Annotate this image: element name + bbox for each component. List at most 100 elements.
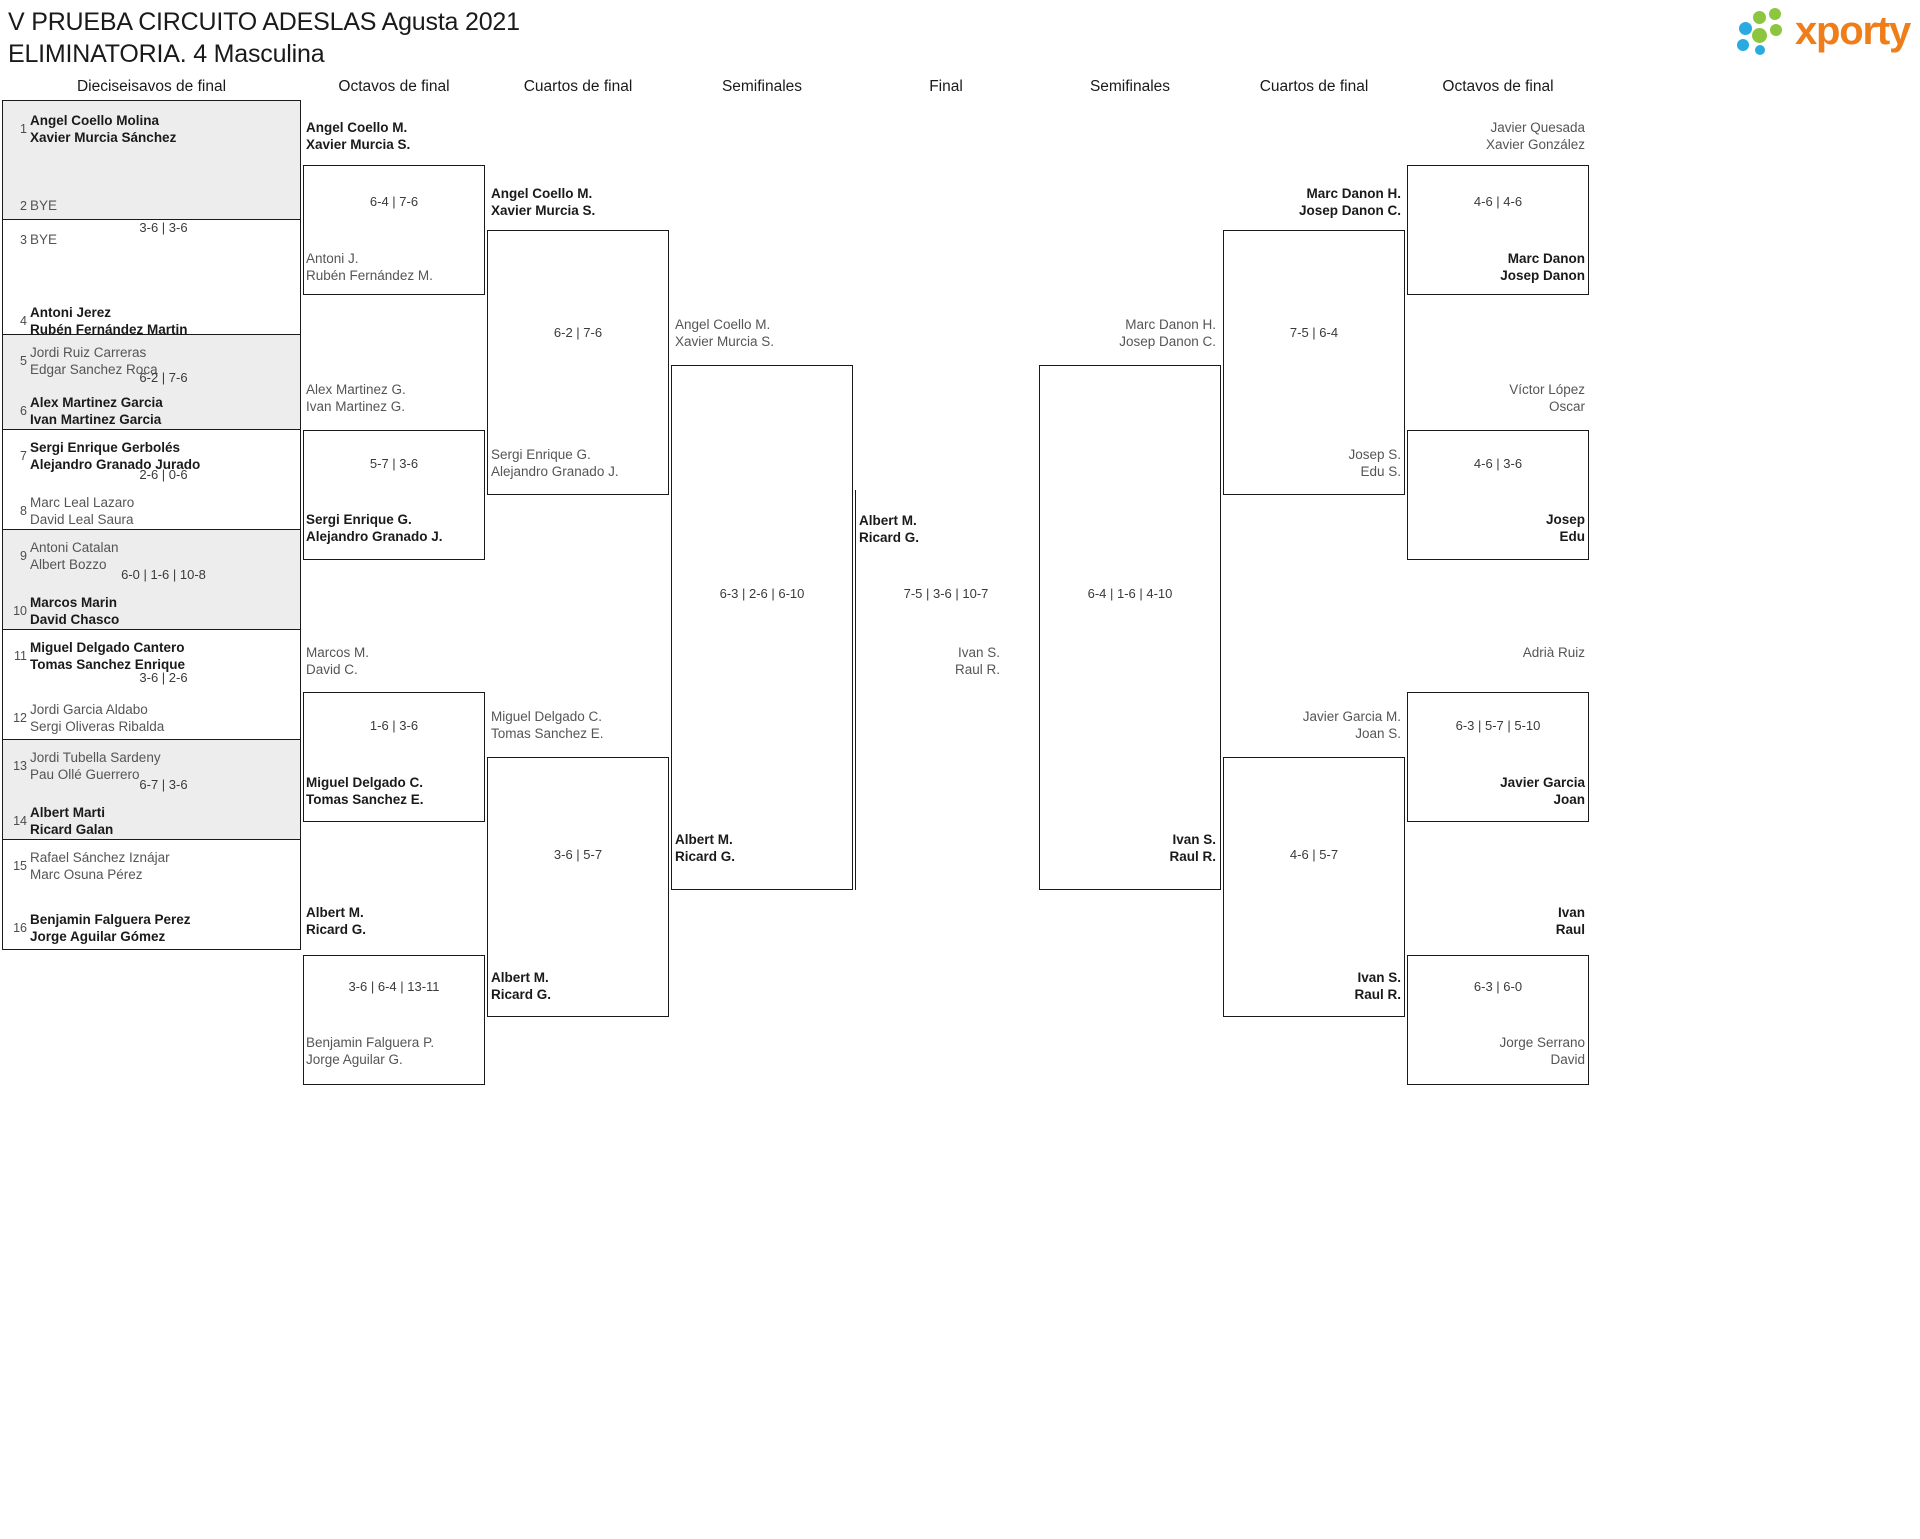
round-header-3: Cuartos de final (523, 78, 633, 95)
seed-number-6: 6 (20, 404, 27, 418)
seed-name-14-1: Albert Marti (30, 805, 106, 820)
left-r16-entry-7-line-1: Albert M. (306, 905, 364, 920)
left-r16-score-1: 6-4 | 7-6 (369, 194, 419, 209)
seed-number-14: 14 (13, 814, 27, 828)
right-qf-entry-2-line-2: Edu S. (1360, 463, 1401, 479)
left-r16-entry-4-line-2: Alejandro Granado J. (306, 528, 443, 544)
seed-number-12: 12 (13, 711, 27, 725)
left-qf-entry-4-line-2: Ricard G. (491, 986, 552, 1002)
round-header-6: Semifinales (1089, 78, 1171, 95)
left-qf-box-1 (487, 230, 669, 495)
right-qf-entry-4: Ivan S.Raul R. (1354, 970, 1401, 1003)
left-sf-entry-1: Angel Coello M.Xavier Murcia S. (675, 317, 774, 350)
right-r16-score-3: 6-3 | 5-7 | 5-10 (1455, 718, 1541, 733)
seed-name-15-1: Rafael Sánchez Iznájar (30, 850, 170, 865)
final-winner-entry-line-1: Albert M. (859, 513, 917, 528)
final-runnerup-entry-line-2: Raul R. (954, 661, 1000, 677)
final-score: 7-5 | 3-6 | 10-7 (903, 586, 989, 601)
seed-name-1-1: Angel Coello Molina (30, 113, 160, 128)
right-r16-entry-3-line-2: Oscar (1548, 398, 1585, 414)
right-r16-score-4: 6-3 | 6-0 (1473, 979, 1523, 994)
seed-score-3: 6-2 | 7-6 (139, 370, 188, 385)
left-r16-box-2 (303, 430, 485, 560)
right-sf-entry-1-line-2: Josep Danon C. (1119, 333, 1216, 349)
left-qf-entry-3-line-2: Tomas Sanchez E. (491, 725, 604, 741)
logo-wordmark: xporty (1794, 9, 1911, 53)
right-qf-entry-3-line-2: Joan S. (1355, 725, 1401, 741)
left-qf-entry-1-line-1: Angel Coello M. (491, 186, 593, 201)
left-qf-entry-4-line-1: Albert M. (491, 970, 549, 985)
seed-number-5: 5 (20, 354, 27, 368)
left-qf-entry-2-line-2: Alejandro Granado J. (491, 463, 619, 479)
seed-number-13: 13 (13, 759, 27, 773)
right-sf-entry-1-line-1: Marc Danon H. (1125, 317, 1216, 332)
left-sf-entry-1-line-2: Xavier Murcia S. (675, 333, 775, 349)
seed-name-9-1: Antoni Catalan (30, 540, 119, 555)
seed-name-9-2: Albert Bozzo (30, 556, 107, 572)
right-r16-box-2 (1407, 430, 1589, 560)
left-r16-entry-7-line-2: Ricard G. (306, 921, 367, 937)
right-sf-entry-2-line-1: Ivan S. (1172, 832, 1216, 847)
left-sf-box (671, 365, 853, 890)
left-qf-score-2: 3-6 | 5-7 (553, 847, 603, 862)
seed-name-15-2: Marc Osuna Pérez (30, 866, 143, 882)
left-r16-entry-6: Miguel Delgado C.Tomas Sanchez E. (306, 775, 424, 808)
seed-name-13-1: Jordi Tubella Sardeny (30, 750, 161, 765)
seed-name-5-1: Jordi Ruiz Carreras (30, 345, 147, 360)
seed-name-10-2: David Chasco (30, 611, 120, 627)
left-r16-box-1 (303, 165, 485, 295)
right-r16-entry-8-line-2: David (1550, 1051, 1585, 1067)
left-qf-entry-3: Miguel Delgado C.Tomas Sanchez E. (491, 709, 604, 742)
right-r16-score-1: 4-6 | 4-6 (1473, 194, 1523, 209)
left-r16-entry-8: Benjamin Falguera P.Jorge Aguilar G. (306, 1035, 434, 1068)
round-header-2: Octavos de final (338, 78, 450, 95)
left-sf-entry-2-line-1: Albert M. (675, 832, 733, 847)
seed-name-7-2: Alejandro Granado Jurado (30, 456, 201, 472)
left-r16-entry-6-line-1: Miguel Delgado C. (306, 775, 424, 790)
left-r16-score-4: 3-6 | 6-4 | 13-11 (348, 979, 440, 994)
left-qf-entry-2-line-1: Sergi Enrique G. (491, 447, 591, 462)
seed-name-6-1: Alex Martinez Garcia (30, 395, 163, 410)
seed-number-1: 1 (20, 122, 27, 136)
left-r16-entry-8-line-1: Benjamin Falguera P. (306, 1035, 435, 1050)
seed-name-16-1: Benjamin Falguera Perez (30, 912, 191, 927)
seed-number-4: 4 (20, 314, 27, 328)
title-line-2: ELIMINATORIA. 4 Masculina (8, 40, 325, 68)
left-sf-entry-2-line-2: Ricard G. (675, 848, 736, 864)
page-title: V PRUEBA CIRCUITO ADESLAS Agusta 2021 EL… (8, 6, 520, 70)
right-qf-entry-2: Josep S.Edu S. (1348, 447, 1401, 480)
seed-name-12-1: Jordi Garcia Aldabo (30, 702, 148, 717)
right-r16-box-3 (1407, 692, 1589, 822)
seed-number-15: 15 (13, 859, 27, 873)
right-qf-entry-3: Javier Garcia M.Joan S. (1303, 709, 1401, 742)
seed-name-11-2: Tomas Sanchez Enrique (30, 656, 186, 672)
